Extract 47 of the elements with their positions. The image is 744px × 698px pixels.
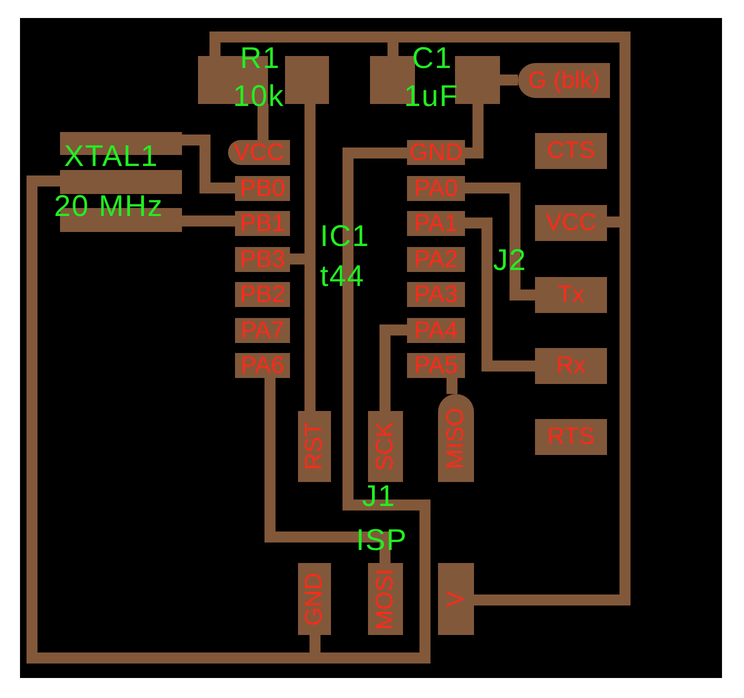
copper-trace <box>465 104 484 158</box>
component-label: t44 <box>320 262 365 292</box>
pin-pad: PA6 <box>235 353 290 378</box>
pin-pad: VCC <box>535 205 607 241</box>
pin-pad: VCC <box>228 140 290 165</box>
pin-pad: PA0 <box>407 176 465 201</box>
pin-pad: GND <box>298 563 331 635</box>
pin-pad: PA5 <box>407 353 465 378</box>
component-label: 20 MHz <box>54 192 164 222</box>
component-label: 1uF <box>404 82 459 112</box>
pin-pad: PB1 <box>235 211 290 236</box>
component-label: J1 <box>362 482 396 512</box>
copper-trace <box>465 182 535 300</box>
pin-pad: PA7 <box>235 318 290 343</box>
pin-pad: MISO <box>438 394 474 482</box>
component-label: XTAL1 <box>64 142 158 172</box>
pin-pad: PB0 <box>235 176 290 201</box>
copper-trace <box>465 218 535 372</box>
component-label: J2 <box>493 246 527 276</box>
solder-pad <box>60 170 182 194</box>
component-label: ISP <box>356 526 408 556</box>
solder-pad <box>455 56 500 104</box>
pin-pad: CTS <box>535 133 607 169</box>
pin-pad: Rx <box>535 348 607 384</box>
pin-pad: PB3 <box>235 247 290 272</box>
copper-trace <box>258 104 268 140</box>
copper-trace <box>380 324 407 411</box>
pin-pad: Tx <box>535 277 607 313</box>
copper-trace <box>446 378 458 394</box>
pin-pad: PA1 <box>407 211 465 236</box>
pin-pad: V <box>438 563 474 635</box>
pin-pad: SCK <box>368 411 403 482</box>
pin-pad: PB2 <box>235 282 290 307</box>
pin-pad: GND <box>407 140 465 165</box>
solder-pad <box>285 56 329 104</box>
pin-pad: PA3 <box>407 282 465 307</box>
pin-pad: G (blk) <box>518 63 610 98</box>
copper-trace <box>264 378 390 563</box>
pin-pad: MOSI <box>368 563 403 635</box>
pin-pad: PA2 <box>407 247 465 272</box>
component-label: IC1 <box>320 222 370 252</box>
copper-trace <box>182 216 235 226</box>
pin-pad: PA4 <box>407 318 465 343</box>
copper-trace <box>500 74 518 86</box>
component-label: C1 <box>412 44 452 74</box>
pin-pad: RTS <box>535 419 607 455</box>
pin-pad: RST <box>298 411 331 482</box>
